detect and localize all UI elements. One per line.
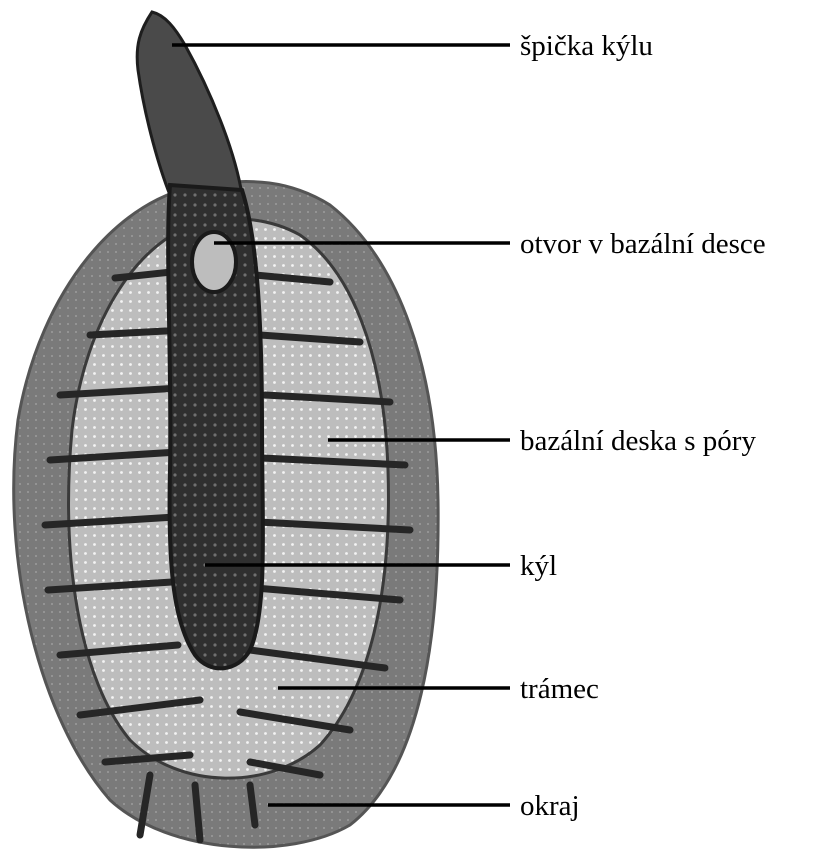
label-tip: špička kýlu <box>520 30 653 62</box>
label-rim: okraj <box>520 790 580 822</box>
label-keel: kýl <box>520 550 557 582</box>
label-opening: otvor v bazální desce <box>520 228 766 260</box>
label-rib: trámec <box>520 673 599 705</box>
label-plate: bazální deska s póry <box>520 425 756 457</box>
keel-tip-shape <box>137 12 242 195</box>
opening-shape <box>192 232 236 292</box>
